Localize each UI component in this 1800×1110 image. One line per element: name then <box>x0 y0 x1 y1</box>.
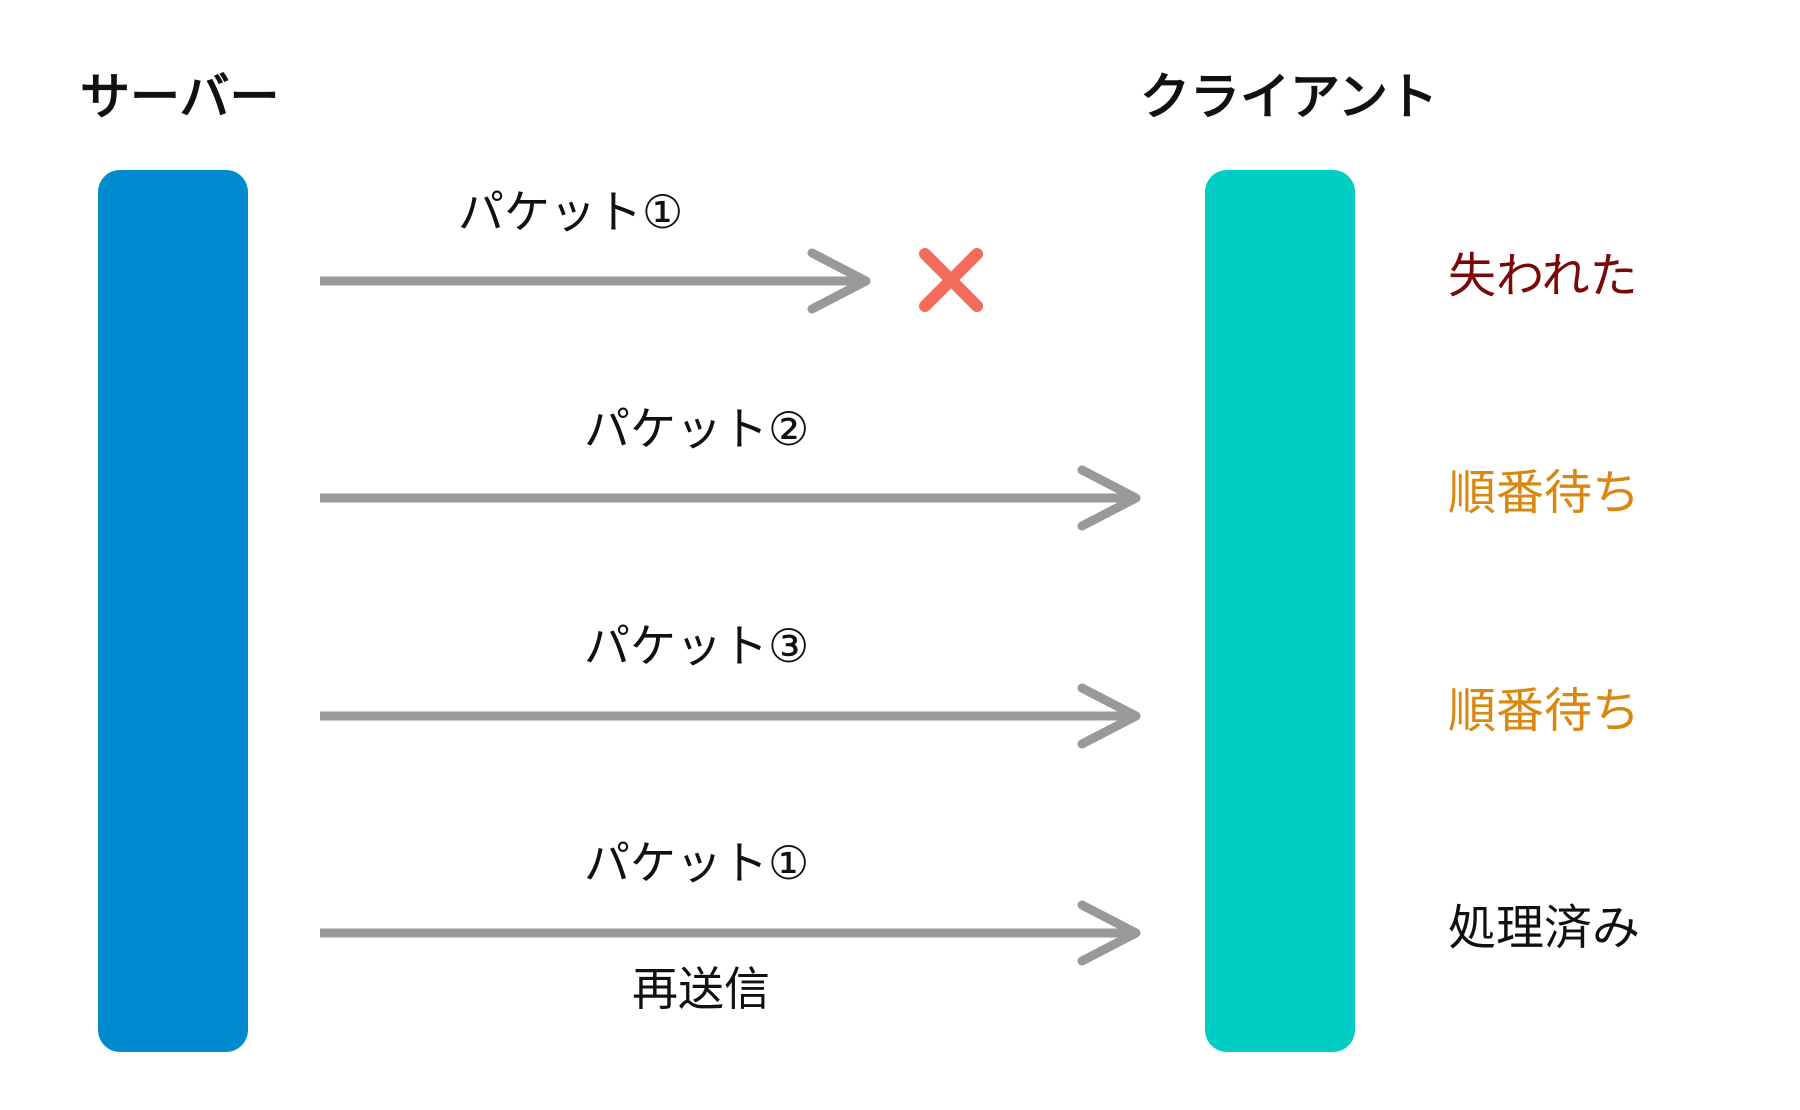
client-lifeline-bar <box>1205 170 1355 1052</box>
packet-label-4: パケット① <box>584 836 810 890</box>
packet-label-3: パケット③ <box>584 619 810 673</box>
server-title: サーバー <box>80 68 280 126</box>
packet-1-resend-arrow-icon <box>320 900 1141 966</box>
client-title: クライアント <box>1140 68 1438 126</box>
packet-label-2: パケット② <box>584 402 810 456</box>
status-waiting-2: 順番待ち <box>1448 683 1641 739</box>
lost-x-mark-icon <box>919 248 983 312</box>
retransmit-note: 再送信 <box>632 962 770 1016</box>
status-processed: 処理済み <box>1448 900 1641 956</box>
packet-label-1: パケット① <box>458 185 684 239</box>
packet-1-arrow-icon <box>320 248 871 314</box>
packet-3-arrow-icon <box>320 683 1141 749</box>
packet-2-arrow-icon <box>320 465 1141 531</box>
server-lifeline-bar <box>98 170 248 1052</box>
status-waiting-1: 順番待ち <box>1448 465 1641 521</box>
status-lost: 失われた <box>1448 248 1638 304</box>
